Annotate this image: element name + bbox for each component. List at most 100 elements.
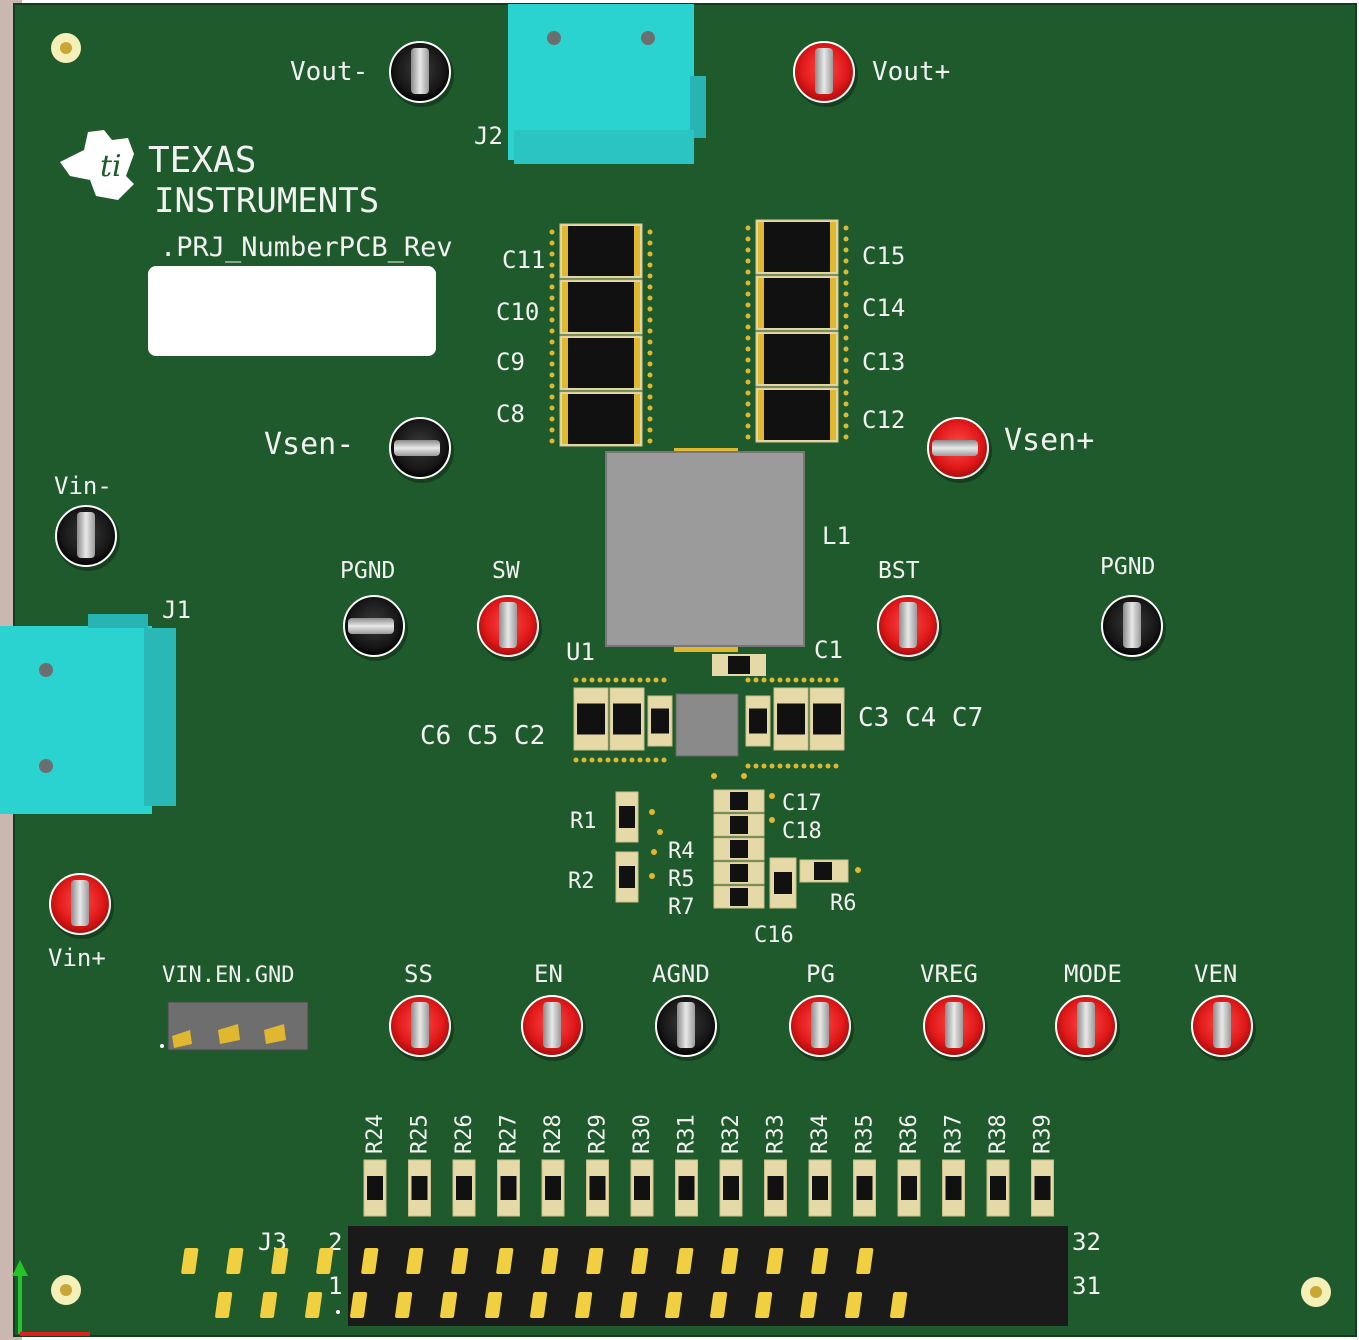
capacitor-c5[interactable] <box>609 687 645 751</box>
j3-pin-even-5 <box>406 1248 424 1274</box>
resistor-r36[interactable] <box>897 1159 921 1217</box>
capacitor-c2[interactable] <box>647 695 673 747</box>
tp-vout-plus[interactable] <box>793 41 858 107</box>
label-r7: R7 <box>668 895 695 920</box>
j3-pin-odd-0 <box>215 1292 233 1318</box>
resistor-r32[interactable] <box>719 1159 743 1217</box>
stack-part-2[interactable] <box>713 837 765 861</box>
project-text: .PRJ_NumberPCB_Rev <box>160 232 453 263</box>
resistor-r2[interactable] <box>615 851 639 903</box>
mounting-hole-bl <box>51 1275 81 1305</box>
label-c1: C1 <box>814 636 843 664</box>
stack-part-1[interactable] <box>713 813 765 837</box>
cap-left-2[interactable] <box>559 335 643 391</box>
tp-vin-minus[interactable] <box>55 505 120 571</box>
j3-pin-even-6 <box>451 1248 469 1274</box>
tp-mode[interactable] <box>1055 995 1120 1061</box>
resistor-r38[interactable] <box>986 1159 1010 1217</box>
resistor-r29[interactable] <box>586 1159 609 1217</box>
j3-pin-odd-7 <box>530 1292 548 1318</box>
label-pgnd-right: PGND <box>1100 554 1155 580</box>
label-r34: R34 <box>808 1114 833 1154</box>
resistor-r6[interactable] <box>799 859 849 883</box>
capacitor-c6[interactable] <box>573 687 609 751</box>
j3-pin-even-12 <box>721 1248 739 1274</box>
label-c10: C10 <box>496 298 539 326</box>
resistor-r31[interactable] <box>675 1159 698 1217</box>
capacitor-c4[interactable] <box>773 687 809 751</box>
tp-ss[interactable] <box>389 995 454 1061</box>
logo-brand-bottom: INSTRUMENTS <box>154 181 379 221</box>
capacitor-c3[interactable] <box>745 695 771 747</box>
tp-sw[interactable] <box>477 595 542 661</box>
label-j3-pin31: 31 <box>1072 1272 1101 1300</box>
resistor-r26[interactable] <box>452 1159 476 1217</box>
j3-pin-odd-3 <box>350 1292 368 1318</box>
tp-ven[interactable] <box>1191 995 1256 1061</box>
connector-j3[interactable] <box>181 1226 1068 1326</box>
tp-vsen-plus[interactable] <box>927 417 992 483</box>
j3-pin-even-15 <box>856 1248 874 1274</box>
cap-right-2[interactable] <box>755 331 839 387</box>
label-r2: R2 <box>568 869 595 894</box>
label-ven: VEN <box>1194 960 1237 988</box>
label-j3-pin32: 32 <box>1072 1228 1101 1256</box>
resistor-r34[interactable] <box>808 1159 832 1217</box>
resistor-r35[interactable] <box>853 1159 876 1217</box>
header-vin-en-gnd[interactable] <box>160 1001 309 1051</box>
j3-pin-odd-5 <box>440 1292 458 1318</box>
stack-part-0[interactable] <box>713 789 765 813</box>
tp-vout-minus[interactable] <box>389 41 454 107</box>
label-c13: C13 <box>862 348 905 376</box>
resistor-r1[interactable] <box>615 791 639 843</box>
label-bst: BST <box>878 558 920 584</box>
resistor-r37[interactable] <box>942 1159 965 1217</box>
label-r31: R31 <box>675 1114 700 1154</box>
tp-bst[interactable] <box>877 595 942 661</box>
cap-right-1[interactable] <box>755 275 839 331</box>
label-r1: R1 <box>570 809 597 834</box>
logo-brand-top: TEXAS <box>148 140 256 181</box>
j3-pin-even-1 <box>226 1248 244 1274</box>
j3-pin-even-0 <box>181 1248 199 1274</box>
resistor-r25[interactable] <box>408 1159 431 1217</box>
cap-right-0[interactable] <box>755 219 839 275</box>
tp-vreg[interactable] <box>923 995 988 1061</box>
j3-pin-odd-14 <box>845 1292 863 1318</box>
label-vin-plus: Vin+ <box>48 944 106 972</box>
tp-pg[interactable] <box>789 995 854 1061</box>
tp-en[interactable] <box>521 995 586 1061</box>
label-r24: R24 <box>363 1114 388 1154</box>
tp-pgnd-left[interactable] <box>343 595 408 661</box>
resistor-r24[interactable] <box>363 1159 387 1217</box>
label-r38: R38 <box>986 1114 1011 1154</box>
resistor-r39[interactable] <box>1031 1159 1054 1217</box>
j3-pin-even-4 <box>361 1248 379 1274</box>
resistor-r30[interactable] <box>630 1159 654 1217</box>
label-l1: L1 <box>822 522 851 550</box>
resistor-r27[interactable] <box>497 1159 520 1217</box>
connector-j2[interactable] <box>508 4 706 164</box>
tp-pgnd-right[interactable] <box>1101 595 1166 661</box>
connector-j1[interactable] <box>0 614 176 814</box>
capacitor-c7[interactable] <box>809 687 845 751</box>
stack-part-4[interactable] <box>713 885 765 909</box>
label-vin-minus: Vin- <box>54 472 112 500</box>
ic-u1[interactable] <box>675 693 739 757</box>
cap-left-0[interactable] <box>559 223 643 279</box>
cap-right-3[interactable] <box>755 387 839 443</box>
capacitor-c16[interactable] <box>769 857 797 909</box>
cap-left-1[interactable] <box>559 279 643 335</box>
inductor-l1[interactable] <box>605 448 805 652</box>
tp-agnd[interactable] <box>655 995 720 1061</box>
tp-vsen-minus[interactable] <box>389 417 454 483</box>
capacitor-c1[interactable] <box>712 654 766 676</box>
label-r29: R29 <box>586 1114 611 1154</box>
label-c15: C15 <box>862 242 905 270</box>
cap-left-3[interactable] <box>559 391 643 447</box>
resistor-r28[interactable] <box>541 1159 565 1217</box>
label-r26: R26 <box>452 1114 477 1154</box>
stack-part-3[interactable] <box>713 861 765 885</box>
resistor-r33[interactable] <box>764 1159 787 1217</box>
tp-vin-plus[interactable] <box>49 873 114 939</box>
